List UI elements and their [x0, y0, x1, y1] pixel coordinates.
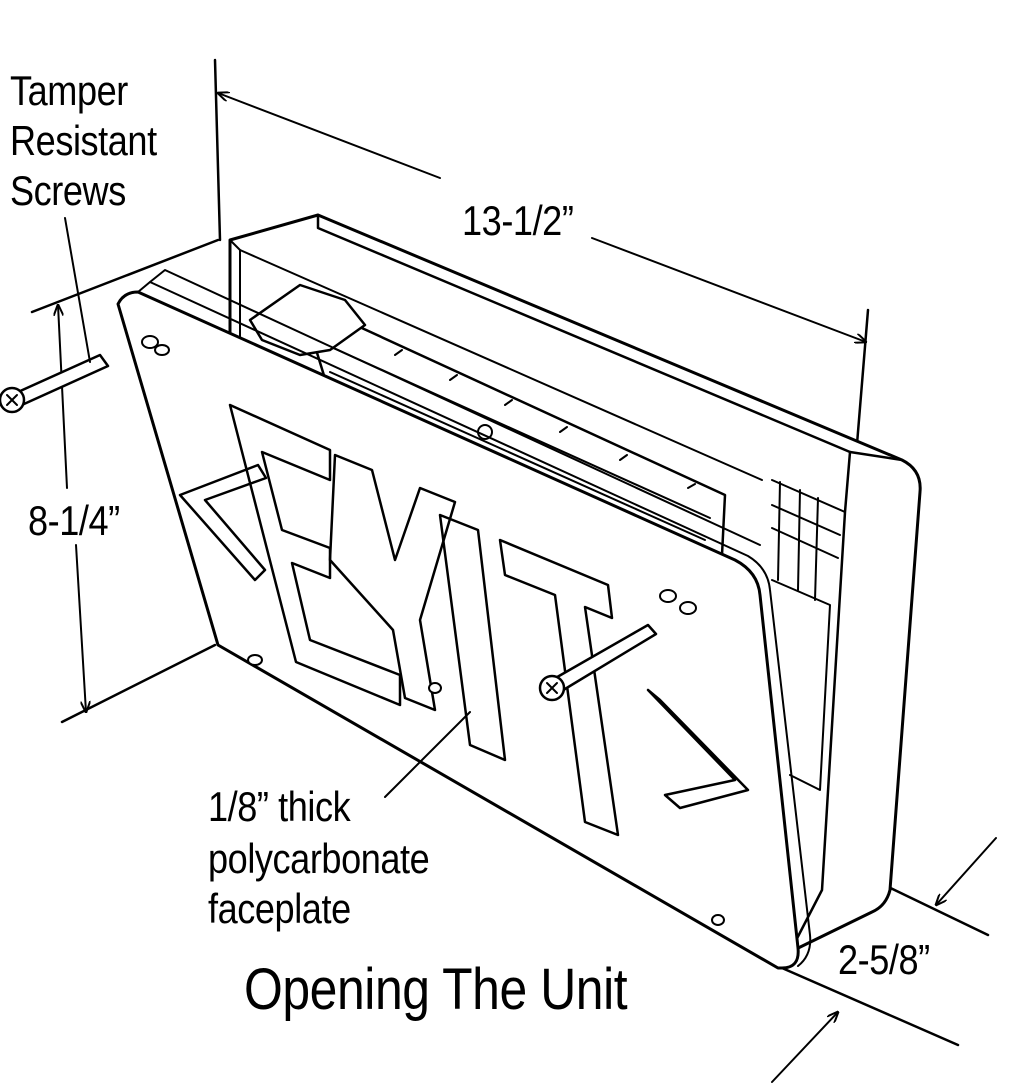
width-label: 13-1/2” [462, 197, 574, 244]
screws-label-line-2: Resistant [10, 117, 157, 164]
caption: Opening The Unit [244, 957, 628, 1022]
letter-e-shape [228, 403, 402, 707]
letter-t-shape [498, 538, 620, 837]
left-chevron-icon [178, 463, 268, 582]
screws-label-line-3: Screws [10, 167, 126, 214]
leader-lines [64, 217, 471, 798]
right-chevron-icon [646, 688, 750, 810]
height-dimension [30, 238, 220, 724]
letter-i-shape [438, 513, 507, 762]
faceplate-label-line-1: 1/8” thick [208, 783, 351, 830]
faceplate-label-line-2: polycarbonate [208, 835, 430, 882]
exit-lettering [178, 403, 750, 837]
height-label: 8-1/4” [28, 497, 120, 544]
faceplate-label-line-3: faceplate [208, 885, 351, 932]
screws-label-line-1: Tamper [10, 67, 128, 114]
depth-dimension [771, 837, 997, 1083]
screw-holes [141, 335, 725, 926]
tamper-resistant-screws [0, 353, 658, 702]
depth-label: 2-5/8” [838, 936, 930, 983]
faceplate [116, 269, 812, 970]
letter-x-shape [328, 453, 457, 712]
